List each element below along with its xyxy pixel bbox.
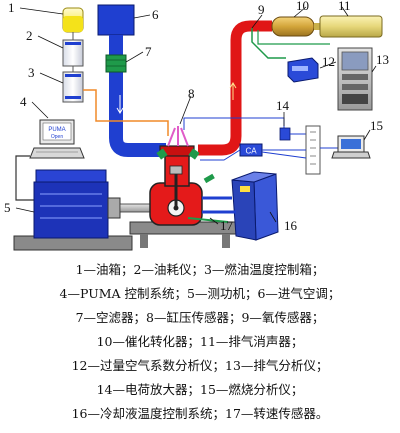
coolant-temperature-control-system (231, 171, 279, 241)
legend-line-5: 12—过量空气系数分析仪；13—排气分析仪； (71, 358, 329, 373)
cylinder-pressure-sensor (167, 126, 189, 147)
oxygen-sensor-line (251, 28, 286, 59)
label-3: 3 (28, 65, 35, 80)
label-10: 10 (296, 0, 309, 13)
legend-line-1: 1—油箱；2—油耗仪；3—燃油温度控制箱； (75, 262, 325, 277)
puma-screen-text: PUMA (48, 127, 65, 133)
signal-connector-box (305, 125, 321, 175)
intake-air-conditioner (97, 4, 135, 36)
fuel-line (83, 89, 169, 136)
legend-line-6: 14—电荷放大器；15—燃烧分析仪； (96, 382, 304, 397)
fuel-consumption-meter (62, 39, 84, 67)
speed-sensor (187, 217, 229, 223)
puma-control-computer: PUMA Open (29, 119, 85, 159)
label-14: 14 (276, 98, 290, 113)
intake-flow-arrow (116, 95, 124, 114)
crank-angle-encoder-box: CA (239, 143, 263, 157)
label-9: 9 (258, 2, 265, 17)
legend-line-2: 4—PUMA 控制系统；5—测功机；6—进气空调； (59, 286, 341, 301)
exhaust-gas-analyzer (337, 47, 373, 111)
exhaust-flow-arrow (229, 82, 237, 100)
lambda-analyzer (287, 57, 319, 83)
label-2: 2 (26, 28, 33, 43)
charge-amplifier (279, 127, 291, 141)
legend-line-4: 10—催化转化器；11—排气消声器； (96, 334, 304, 349)
catalytic-converter (271, 16, 315, 37)
label-11: 11 (338, 0, 351, 13)
legend-line-3: 7—空滤器；8—缸压传感器；9—氧传感器； (75, 310, 325, 325)
test-bench-schematic: PUMA Open (4, 0, 389, 251)
label-1: 1 (8, 0, 15, 15)
label-5: 5 (4, 200, 11, 215)
label-15: 15 (370, 118, 383, 133)
combustion-analyzer-laptop (331, 135, 371, 159)
exhaust-muffler (319, 15, 383, 38)
drive-shaft (119, 203, 151, 213)
puma-dyno-cable (15, 155, 40, 201)
ca-label: CA (245, 147, 257, 156)
puma-screen-subtext: Open (51, 134, 63, 140)
dynamometer (13, 169, 133, 251)
label-12: 12 (322, 54, 335, 69)
fuel-temperature-control-box (62, 71, 84, 103)
label-6: 6 (152, 7, 159, 22)
intake-duct (109, 35, 166, 157)
label-7: 7 (145, 44, 152, 59)
label-13: 13 (376, 52, 389, 67)
fuel-tank (62, 7, 84, 33)
engine (129, 145, 241, 248)
label-4: 4 (20, 94, 27, 109)
air-filter (105, 54, 127, 73)
label-8: 8 (188, 86, 195, 101)
leader-lines (15, 6, 377, 225)
legend-line-7: 16—冷却液温度控制系统；17—转速传感器。 (71, 406, 329, 421)
label-16: 16 (284, 218, 298, 233)
label-17: 17 (220, 218, 234, 233)
